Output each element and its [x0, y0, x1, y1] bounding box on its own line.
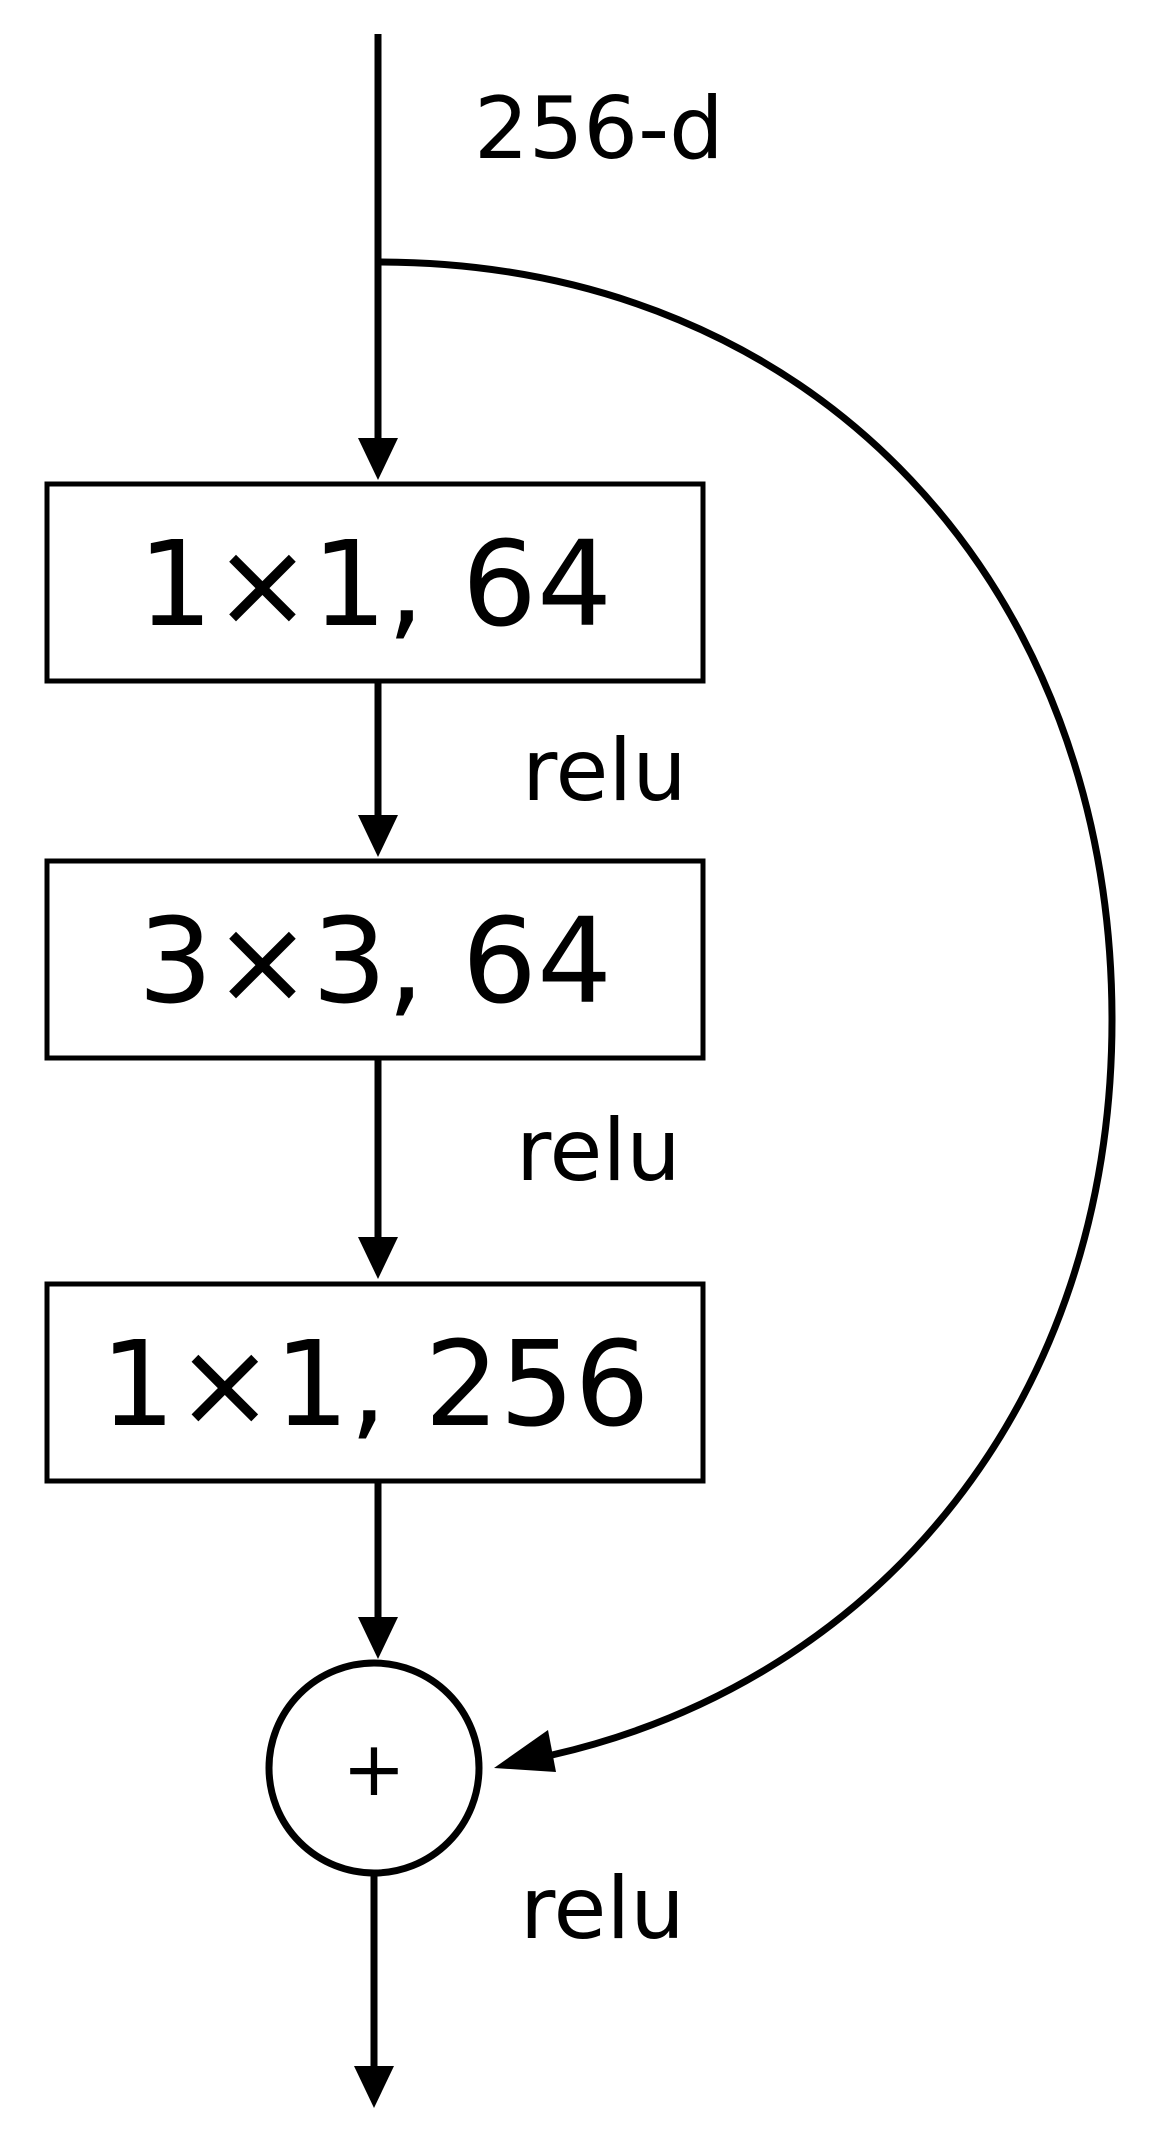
shortcut-arrowhead [494, 1730, 556, 1772]
arrowhead-into-layer-1 [358, 438, 398, 480]
layer-1-label: 1×1, 64 [138, 515, 612, 653]
sum-node-symbol: + [342, 1724, 406, 1813]
arrowhead-into-sum [358, 1617, 398, 1659]
input-dimension-label: 256-d [474, 79, 724, 179]
identity-shortcut-curve [377, 258, 1116, 1759]
relu-label-1: relu [522, 721, 687, 821]
output-arrowhead [354, 2066, 394, 2108]
arrowhead-into-layer-2 [358, 815, 398, 857]
layer-2-label: 3×3, 64 [138, 892, 612, 1030]
relu-label-2: relu [516, 1101, 681, 1201]
layer-2-box [44, 858, 706, 1061]
relu-label-3: relu [520, 1859, 685, 1959]
arrowhead-into-layer-3 [358, 1237, 398, 1279]
layer-3-box [44, 1281, 706, 1484]
layer-1-box [44, 481, 706, 684]
layer-3-label: 1×1, 256 [100, 1315, 649, 1453]
